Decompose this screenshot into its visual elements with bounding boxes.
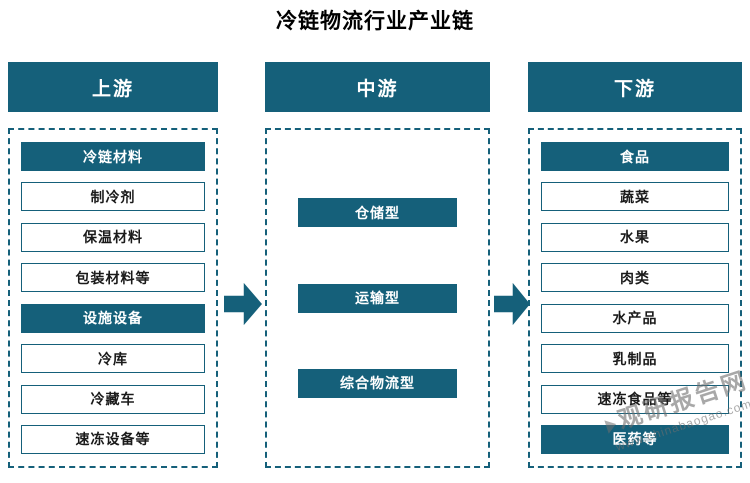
downstream-column: 下游 食品 蔬菜 水果 肉类 水产品 乳制品 速冻食品等 医药等 <box>528 62 742 468</box>
downstream-item-dairy-products: 乳制品 <box>541 344 729 374</box>
upstream-body: 冷链材料 制冷剂 保温材料 包装材料等 设施设备 冷库 冷藏车 速冻设备等 <box>8 128 218 468</box>
midstream-item-warehouse-type: 仓储型 <box>297 198 458 228</box>
right-arrow-icon <box>224 282 262 326</box>
downstream-body: 食品 蔬菜 水果 肉类 水产品 乳制品 速冻食品等 医药等 <box>528 128 742 468</box>
midstream-header: 中游 <box>265 62 490 112</box>
upstream-item-insulation-materials: 保温材料 <box>21 222 205 252</box>
midstream-item-transport-type: 运输型 <box>297 283 458 313</box>
upstream-column: 上游 冷链材料 制冷剂 保温材料 包装材料等 设施设备 冷库 冷藏车 速冻设备等 <box>8 62 218 468</box>
upstream-item-freezing-equipment: 速冻设备等 <box>21 424 205 454</box>
upstream-item-packaging-materials: 包装材料等 <box>21 263 205 293</box>
upstream-item-refrigerant: 制冷剂 <box>21 182 205 212</box>
upstream-header: 上游 <box>8 62 218 112</box>
upstream-item-cold-chain-materials: 冷链材料 <box>21 142 205 171</box>
downstream-item-medicine: 医药等 <box>541 424 729 454</box>
page-title: 冷链物流行业产业链 <box>276 10 474 33</box>
upstream-item-facilities-equipment: 设施设备 <box>21 303 205 333</box>
upstream-item-cold-storage: 冷库 <box>21 344 205 374</box>
right-arrow-icon <box>494 282 530 326</box>
midstream-column: 中游 仓储型 运输型 综合物流型 <box>265 62 490 468</box>
downstream-item-meat: 肉类 <box>541 263 729 293</box>
downstream-item-vegetables: 蔬菜 <box>541 182 729 212</box>
midstream-body: 仓储型 运输型 综合物流型 <box>265 128 490 468</box>
downstream-item-food: 食品 <box>541 142 729 171</box>
downstream-item-aquatic-products: 水产品 <box>541 303 729 333</box>
midstream-item-integrated-logistics-type: 综合物流型 <box>297 368 458 398</box>
downstream-header: 下游 <box>528 62 742 112</box>
downstream-item-fruits: 水果 <box>541 222 729 252</box>
upstream-item-refrigerated-truck: 冷藏车 <box>21 384 205 414</box>
downstream-item-frozen-food: 速冻食品等 <box>541 384 729 414</box>
